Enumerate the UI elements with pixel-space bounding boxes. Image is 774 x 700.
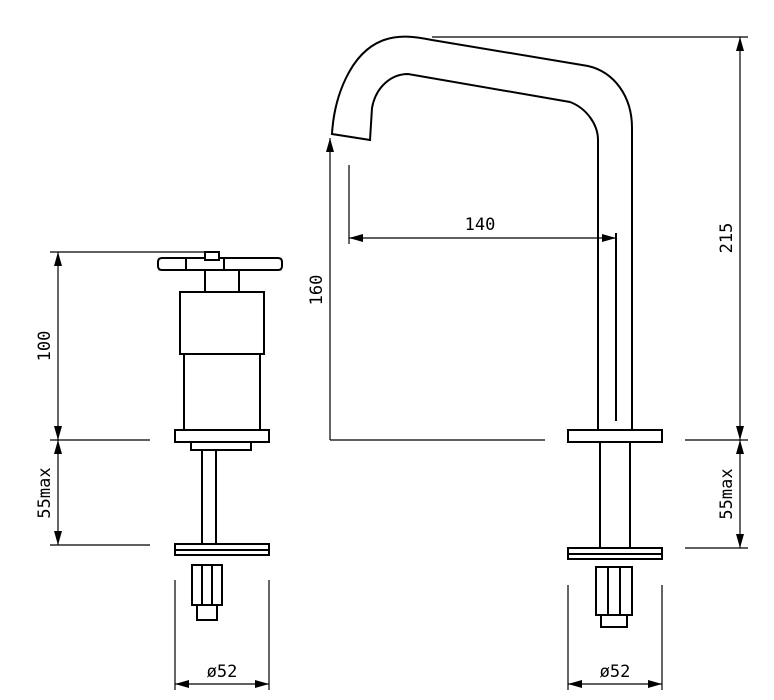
dim-handle-height-label: 100 (35, 331, 55, 362)
spout (330, 35, 663, 628)
handle-shank (201, 449, 217, 549)
handle-valve (157, 251, 283, 621)
handle-dimensions: 100 55max ø52 (35, 251, 270, 690)
dim-spout-reach-label: 140 (465, 215, 496, 235)
spout-outer-contour (330, 35, 633, 431)
spout-dimensions: 140 160 215 55max ø52 (307, 36, 748, 690)
handle-body-lower (183, 353, 261, 431)
spout-nut (595, 566, 633, 616)
spout-inner-contour (368, 72, 599, 431)
dim-spout-mount-label: 55max (717, 468, 737, 519)
dim-spout-total-label: 215 (717, 223, 737, 254)
dim-spout-outlet-label: 160 (307, 275, 327, 306)
spout-flange (567, 429, 663, 443)
handle-flange (174, 429, 270, 443)
handle-nut (191, 564, 223, 606)
handle-body-upper (179, 291, 265, 355)
dim-handle-diameter-label: ø52 (207, 662, 238, 682)
spout-shank (599, 441, 631, 549)
dim-handle-mount-label: 55max (35, 467, 55, 518)
cross-handle (157, 251, 283, 293)
dim-spout-diameter-label: ø52 (600, 662, 631, 682)
